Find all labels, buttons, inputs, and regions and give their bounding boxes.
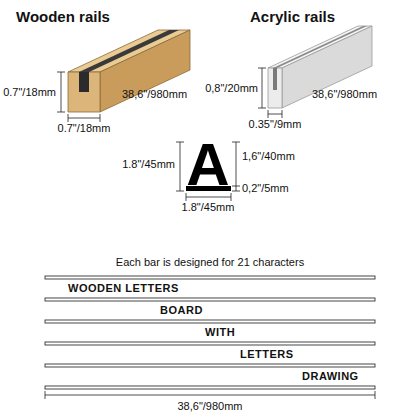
dimension: 38,6"/980mm	[122, 88, 187, 101]
dimension: 0,2"/5mm	[242, 182, 289, 195]
dimension-lines	[45, 391, 375, 399]
dimension: 38,6"/980mm	[312, 88, 377, 101]
wooden-rail	[68, 30, 190, 112]
note: Each bar is designed for 21 characters	[116, 256, 304, 269]
dimension: 0.7"/18mm	[3, 86, 56, 99]
letter-sample: A	[186, 135, 229, 195]
dimension-lines	[57, 72, 100, 122]
bar-text: DRAWING	[302, 370, 359, 383]
rail-title: Acrylic rails	[250, 8, 335, 26]
dimension: 1.8"/45mm	[122, 158, 175, 171]
dimension-lines	[258, 68, 282, 118]
dimension: 0.35"/9mm	[249, 118, 302, 131]
bar-text: BOARD	[160, 304, 203, 317]
dimension: 1.8"/45mm	[182, 201, 235, 214]
letter-bars	[45, 276, 375, 389]
bar-text: WITH	[205, 326, 235, 339]
dimension: 0,8"/20mm	[205, 82, 258, 95]
dimension: 1,6"/40mm	[242, 150, 295, 163]
bar-text: LETTERS	[240, 348, 294, 361]
dimension: 38,6"/980mm	[177, 400, 242, 413]
dimension: 0.7"/18mm	[58, 122, 111, 135]
rail-title: Wooden rails	[16, 8, 110, 26]
bar-text: WOODEN LETTERS	[68, 282, 179, 295]
